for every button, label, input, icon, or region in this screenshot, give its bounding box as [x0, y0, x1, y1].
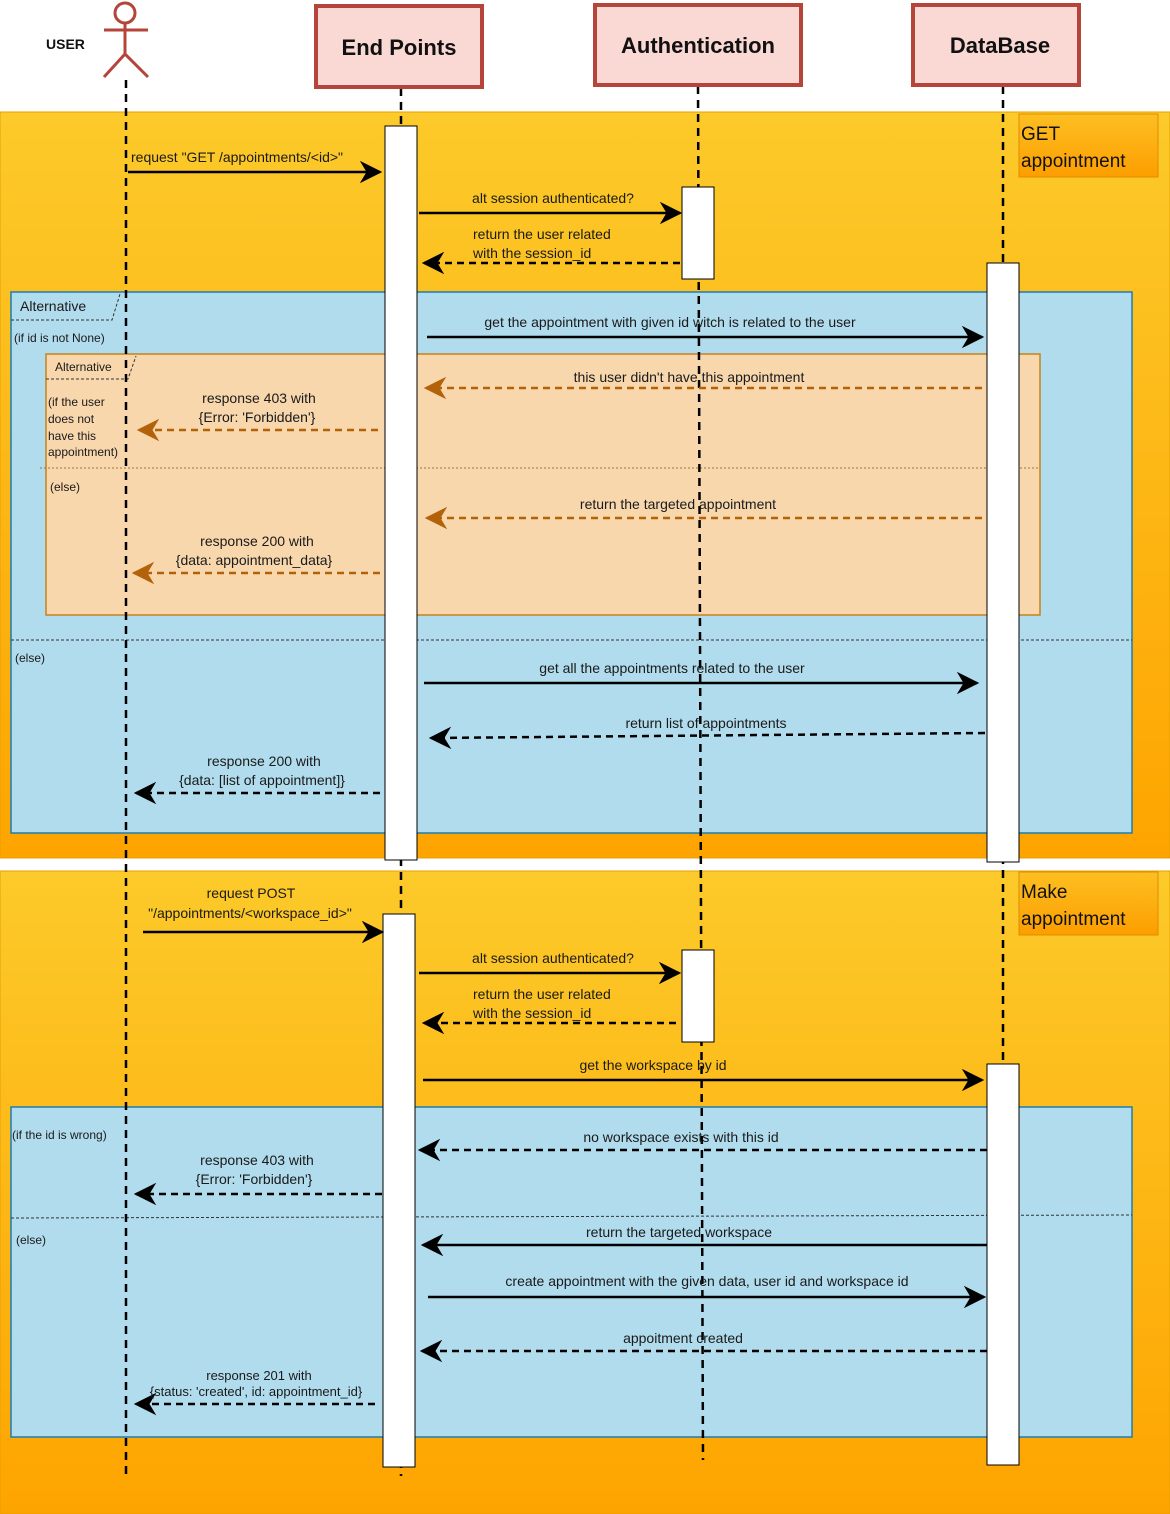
inner-alt-label: Alternative	[55, 360, 112, 374]
endpoints-label: End Points	[342, 35, 457, 60]
r403-make-2: {Error: 'Forbidden'}	[196, 1171, 313, 1187]
get-appt-label: get the appointment with given id witch …	[484, 314, 856, 330]
no-appt-label: this user didn't have this appointment	[574, 369, 805, 385]
cond-user-3: have this	[48, 429, 96, 443]
get-request-label: request "GET /appointments/<id>"	[131, 149, 343, 165]
db-label: DataBase	[950, 33, 1050, 58]
auth-box	[593, 3, 803, 87]
endpoints-box	[314, 4, 484, 89]
auth-activation-make	[681, 949, 715, 1043]
auth-label: Authentication	[621, 33, 775, 58]
no-ws-label: no workspace exists with this id	[583, 1129, 778, 1145]
r403-get-2: {Error: 'Forbidden'}	[199, 409, 316, 425]
alt-label: Alternative	[20, 298, 86, 314]
r200-list-1: response 200 with	[207, 753, 321, 769]
get-auth-return-1: return the user related	[473, 226, 611, 242]
r200-list-2: {data: [list of appointment]}	[179, 772, 345, 788]
ret-list-label: return list of appointments	[625, 715, 786, 731]
auth-lifeline	[696, 85, 705, 1461]
r201-2: {status: 'created', id: appointment_id}	[150, 1384, 363, 1399]
make-section-title-2: appointment	[1021, 909, 1126, 930]
r201-1: response 201 with	[206, 1368, 312, 1383]
cond-id-not-none: (if id is not None)	[14, 331, 105, 345]
get-section-tag	[1018, 113, 1159, 178]
db-activation-make	[986, 1063, 1020, 1466]
r403-get-1: response 403 with	[202, 390, 316, 406]
db-box	[911, 3, 1081, 87]
auth-activation-get	[681, 186, 715, 280]
get-auth-label: alt session authenticated?	[472, 190, 634, 206]
alt-frame-user	[45, 353, 1041, 616]
make-auth-return-1: return the user related	[473, 986, 611, 1002]
get-section-title-2: appointment	[1021, 151, 1126, 172]
make-auth-return-2: with the session_id	[472, 1005, 591, 1021]
r403-make-1: response 403 with	[200, 1152, 314, 1168]
make-section-tag	[1018, 871, 1159, 936]
outer-else: (else)	[15, 651, 45, 665]
make-auth-label: alt session authenticated?	[472, 950, 634, 966]
db-activation-get	[986, 262, 1020, 863]
get-all-label: get all the appointments related to the …	[539, 660, 805, 676]
r200-2: {data: appointment_data}	[176, 552, 333, 568]
alt-frame-workspace	[10, 1106, 1133, 1438]
user-actor-icon	[102, 1, 150, 79]
make-request-1: request POST	[207, 885, 296, 901]
r200-1: response 200 with	[200, 533, 314, 549]
ret-target-label: return the targeted appointment	[580, 496, 776, 512]
make-request-2: "/appointments/<workspace_id>"	[148, 905, 352, 921]
created-label: appoitment created	[623, 1330, 743, 1346]
inner-else: (else)	[50, 480, 80, 494]
ret-list-arrow	[428, 726, 986, 750]
make-section-title-1: Make	[1021, 882, 1067, 903]
cond-user-2: does not	[48, 412, 95, 426]
ret-ws-label: return the targeted workspace	[586, 1224, 772, 1240]
endpoints-activation-get	[384, 125, 418, 861]
cond-user-4: appointment)	[48, 445, 118, 459]
create-label: create appointment with the given data, …	[505, 1273, 908, 1289]
endpoints-activation-make	[382, 913, 416, 1468]
user-actor-label: USER	[46, 36, 85, 52]
cond-user-1: (if the user	[48, 395, 105, 409]
get-auth-return-2: with the session_id	[472, 245, 591, 261]
make-else: (else)	[16, 1233, 46, 1247]
cond-id-wrong: (if the id is wrong)	[12, 1128, 107, 1142]
get-section-title-1: GET	[1021, 124, 1060, 145]
get-ws-label: get the workspace by id	[579, 1057, 726, 1073]
